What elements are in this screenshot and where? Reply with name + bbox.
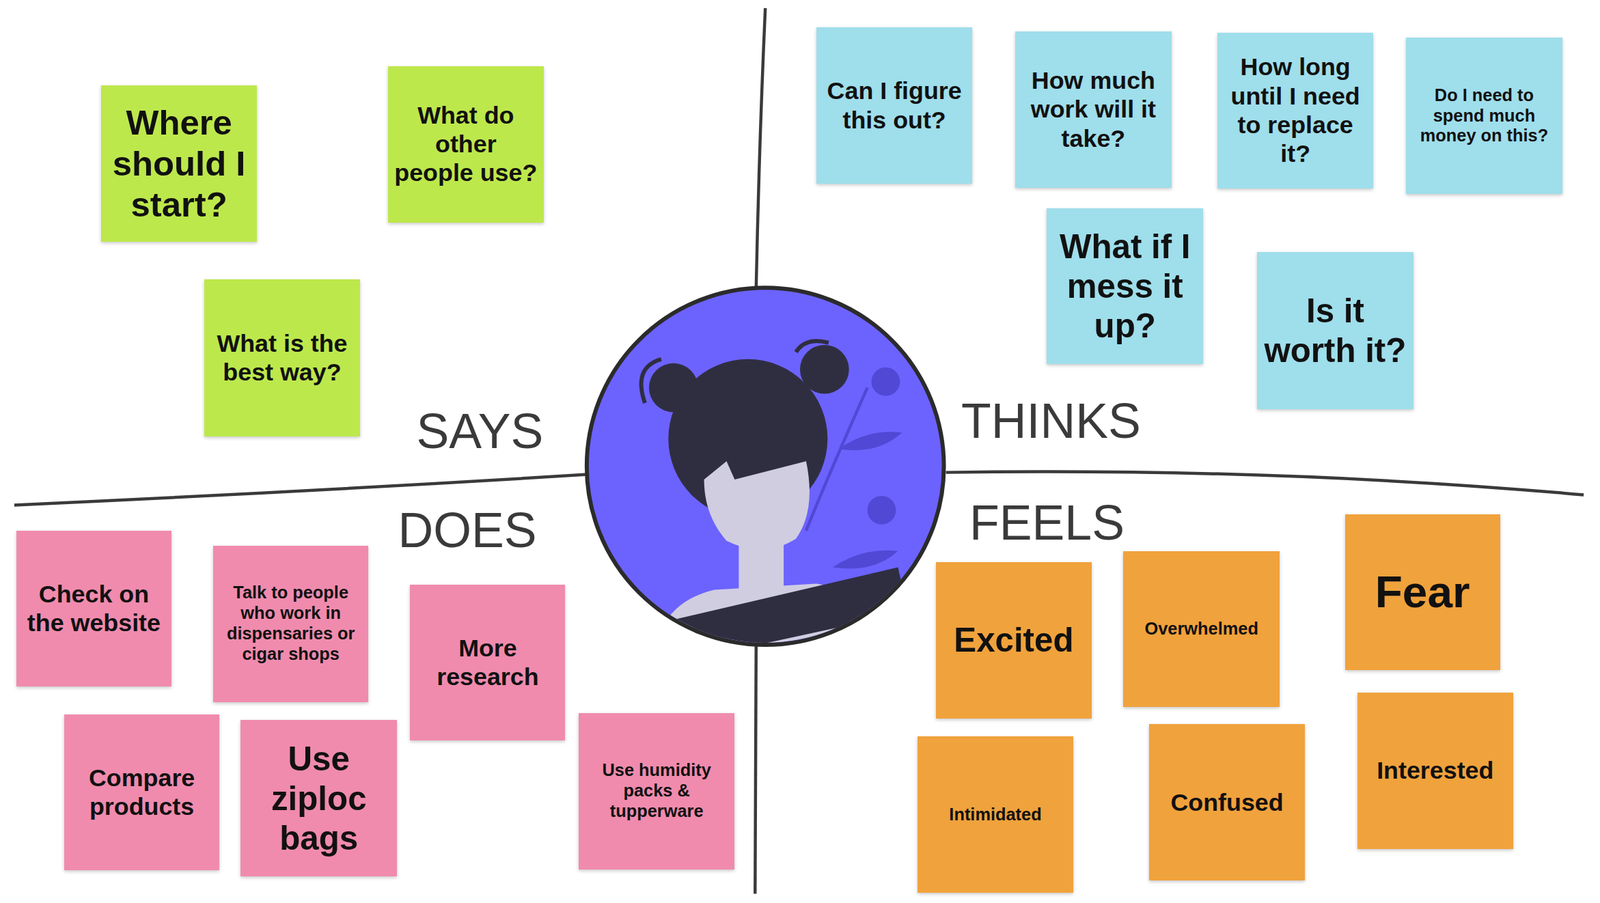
- axis-line: [14, 474, 588, 506]
- quadrant-label: THINKS: [961, 396, 1141, 447]
- sticky-note: Interested: [1357, 692, 1514, 850]
- note-text: Excited: [942, 620, 1087, 660]
- axis-line: [754, 644, 756, 894]
- quadrant-label: DOES: [398, 506, 537, 556]
- sticky-note: Can I figure this out?: [816, 27, 973, 184]
- note-text: More research: [416, 633, 559, 693]
- avatar-illustration: [586, 287, 945, 664]
- note-text: Confused: [1155, 788, 1300, 818]
- note-text: Use humidity packs & tupperware: [584, 760, 729, 822]
- sticky-note: Intimidated: [917, 736, 1074, 893]
- sticky-note: Check on the website: [16, 530, 172, 688]
- note-text: Interested: [1363, 756, 1508, 785]
- note-text: Do I need to spend much money on this?: [1412, 85, 1557, 147]
- note-text: Where should I start?: [107, 102, 252, 226]
- sticky-note: Talk to people who work in dispensaries …: [213, 545, 369, 703]
- sticky-note: More research: [409, 584, 565, 742]
- quadrant-label: FEELS: [969, 498, 1125, 548]
- sticky-note: Overwhelmed: [1123, 551, 1280, 708]
- note-text: Check on the website: [22, 580, 166, 639]
- sticky-note: Is it worth it?: [1257, 252, 1414, 410]
- note-text: How long until I need to replace it?: [1223, 52, 1368, 169]
- sticky-note: Use humidity packs & tupperware: [578, 713, 736, 870]
- sticky-note: How long until I need to replace it?: [1217, 32, 1374, 190]
- note-text: What is the best way?: [210, 329, 355, 388]
- sticky-note: What if I mess it up?: [1046, 208, 1204, 365]
- axis-line: [756, 8, 766, 289]
- sticky-note: Compare products: [64, 714, 220, 872]
- sticky-note: Excited: [935, 562, 1093, 719]
- note-text: Is it worth it?: [1263, 291, 1408, 371]
- note-text: Compare products: [70, 763, 214, 822]
- quadrant-label: SAYS: [416, 407, 544, 457]
- note-text: What do other people use?: [394, 101, 539, 188]
- note-text: Talk to people who work in dispensaries …: [219, 582, 363, 665]
- sticky-note: Fear: [1345, 514, 1501, 671]
- sticky-note: Confused: [1149, 724, 1306, 881]
- sticky-note: Use ziploc bags: [240, 720, 397, 877]
- note-text: Use ziploc bags: [246, 739, 391, 859]
- sticky-note: What is the best way?: [204, 279, 361, 437]
- note-text: Overwhelmed: [1129, 618, 1274, 640]
- note-text: Can I figure this out?: [822, 76, 967, 135]
- sticky-note: What do other people use?: [388, 66, 545, 223]
- sticky-note: How much work will it take?: [1015, 31, 1172, 188]
- note-text: Fear: [1351, 565, 1495, 619]
- sticky-note: Where should I start?: [101, 85, 258, 242]
- note-text: What if I mess it up?: [1052, 226, 1197, 346]
- note-text: Intimidated: [923, 804, 1068, 826]
- axis-line: [946, 471, 1585, 495]
- note-text: How much work will it take?: [1021, 66, 1166, 154]
- sticky-note: Do I need to spend much money on this?: [1405, 37, 1563, 195]
